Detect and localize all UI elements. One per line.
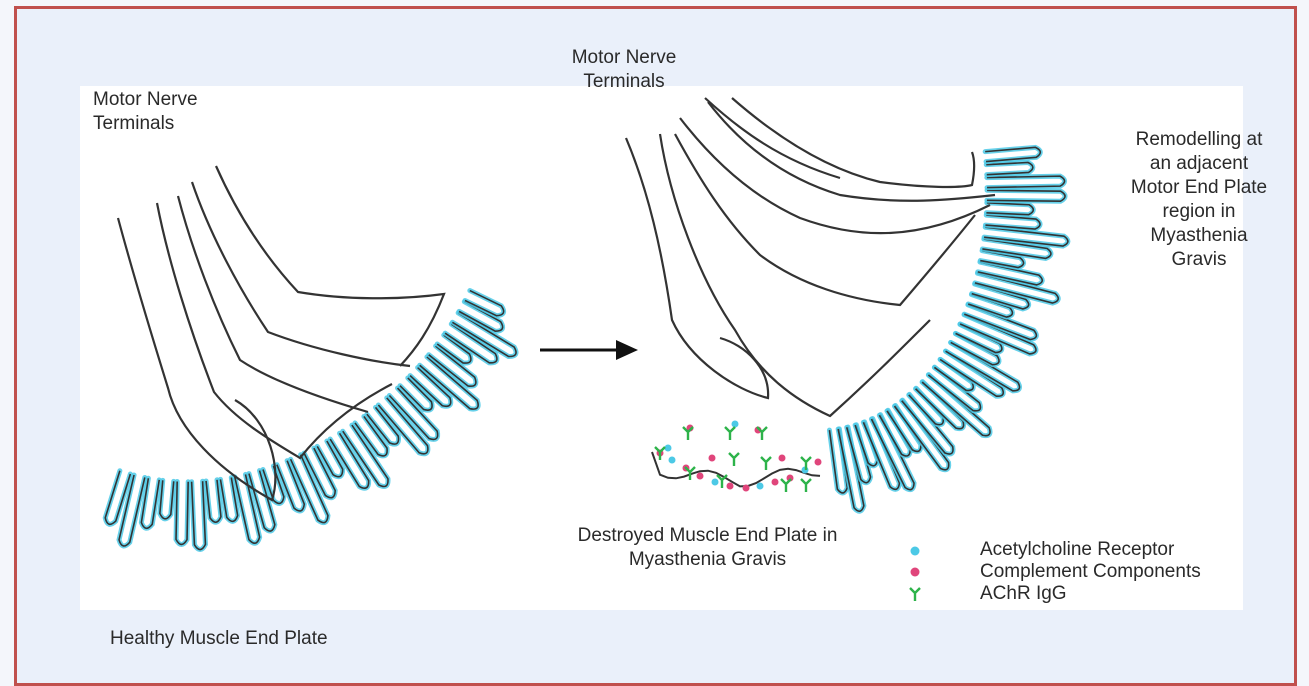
healthy-end-plate-folds <box>105 291 516 550</box>
receptor-dot <box>757 483 764 490</box>
remodelling-label: Remodelling at an adjacent Motor End Pla… <box>1104 128 1294 272</box>
receptor-dot <box>732 421 739 428</box>
receptor-dot <box>669 457 676 464</box>
remodelled-end-plate-folds <box>829 147 1067 511</box>
nerve-terminal-right-3 <box>675 134 975 305</box>
nerve-terminal-left-4 <box>192 182 410 366</box>
nerve-terminals-right-label: Motor Nerve Terminals <box>560 46 688 94</box>
antibody-marker <box>781 479 791 492</box>
antibody-marker <box>801 479 811 492</box>
junctional-fold <box>960 315 1036 354</box>
destroyed-end-plate-label: Destroyed Muscle End Plate in Myasthenia… <box>535 524 880 572</box>
legend-receptor-label: Acetylcholine Receptor <box>980 539 1174 561</box>
complement-dot <box>779 455 786 462</box>
receptor-dot <box>712 479 719 486</box>
legend-antibody-icon <box>910 588 920 601</box>
nerve-terminals <box>118 98 995 500</box>
nerve-terminals-left-label: Motor Nerve Terminals <box>93 88 198 136</box>
legend-complement-label: Complement Components <box>980 561 1201 583</box>
nerve-terminal-left-5 <box>216 166 444 366</box>
complement-dot <box>727 483 734 490</box>
legend-antibody-label: AChR IgG <box>980 583 1067 605</box>
nerve-terminal-right-6 <box>732 98 974 187</box>
antibody-marker <box>655 447 665 460</box>
junctional-fold <box>916 382 964 429</box>
destroyed-end-plate <box>652 421 822 493</box>
antibody-marker <box>761 457 771 470</box>
complement-dot <box>772 479 779 486</box>
junctional-fold <box>887 405 921 451</box>
antibody-marker <box>725 427 735 440</box>
antibody-marker <box>729 453 739 466</box>
antibody-marker <box>757 427 767 440</box>
legend-receptor-icon <box>911 547 920 556</box>
progression-arrow <box>540 340 638 360</box>
fold-outline <box>887 405 921 451</box>
nerve-terminal-left-3 <box>178 196 368 412</box>
complement-dot <box>709 455 716 462</box>
nerve-terminal-right-1 <box>626 138 768 398</box>
nerve-terminal-right-7 <box>705 98 840 178</box>
fold-outline <box>916 382 964 429</box>
complement-dot <box>815 459 822 466</box>
complement-dot <box>697 473 704 480</box>
complement-dot <box>743 485 750 492</box>
legend-complement-icon <box>911 568 920 577</box>
healthy-end-plate-label: Healthy Muscle End Plate <box>110 627 328 651</box>
